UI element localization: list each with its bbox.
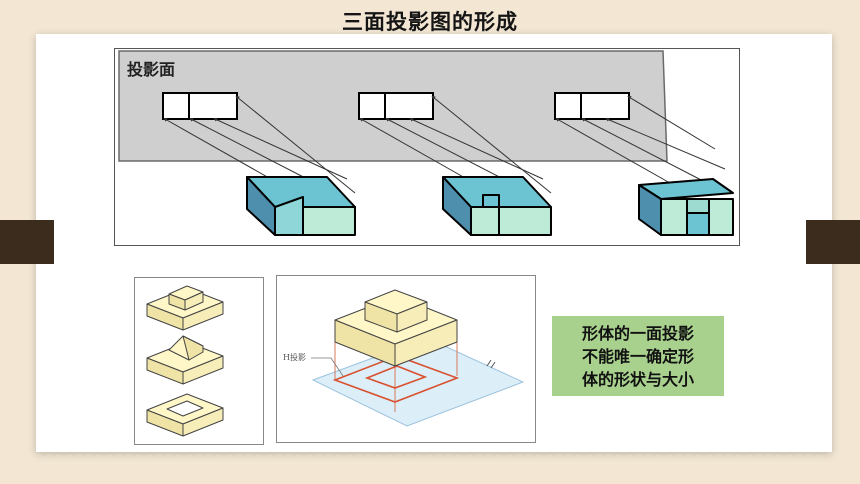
note-text: 形体的一面投影 不能唯一确定形 体的形状与大小: [581, 323, 694, 389]
solid-hollow: [146, 393, 224, 437]
note-box: 形体的一面投影 不能唯一确定形 体的形状与大小: [552, 316, 724, 396]
block-3: [638, 178, 734, 236]
block-1: [246, 176, 356, 236]
projection-outline-2a: [358, 92, 386, 120]
plane-label: 投影面: [127, 60, 175, 79]
h-projection-diagram: H投影: [283, 289, 525, 427]
left-side-tab: [0, 220, 54, 264]
projection-plane-diagram: 投影面: [118, 50, 734, 236]
slide-title: 三面投影图的形成: [342, 10, 518, 34]
projection-outline-3a: [554, 92, 582, 120]
stacked-solid: [334, 289, 458, 367]
right-side-tab: [806, 220, 860, 264]
h-projection-label: H投影: [283, 352, 306, 362]
projection-outline-3b: [580, 92, 630, 120]
projection-plane-figure: 投影面: [114, 48, 740, 246]
solid-wedge: [146, 335, 224, 385]
solid-stacked: [146, 285, 224, 331]
solids-comparison-figure: [134, 277, 264, 445]
bottom-divider: [36, 455, 832, 457]
block-2: [442, 176, 552, 236]
h-projection-figure: H投影: [276, 275, 536, 443]
solids-diagram: [146, 285, 224, 437]
projection-outline-1a: [162, 92, 190, 120]
projection-outline-1b: [188, 92, 238, 120]
projection-outline-2b: [384, 92, 434, 120]
